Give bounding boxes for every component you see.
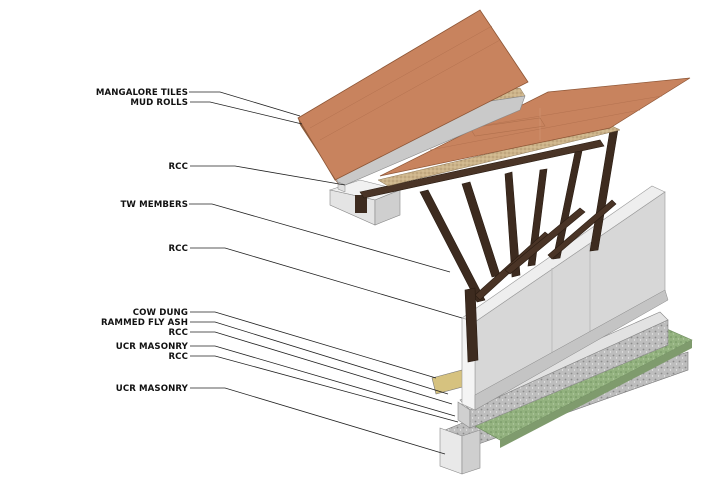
label-rammed-fly-ash: RAMMED FLY ASH xyxy=(101,318,188,328)
leader-lines xyxy=(189,91,463,455)
label-rcc-slab: RCC xyxy=(168,162,188,172)
rcc-beam xyxy=(328,179,401,226)
timber-members xyxy=(359,128,619,363)
label-cow-dung: COW DUNG xyxy=(133,308,188,318)
label-rcc-plinth: RCC xyxy=(168,328,188,338)
label-ucr-masonry-1: UCR MASONRY xyxy=(116,342,189,352)
label-mangalore-tiles: MANGALORE TILES xyxy=(96,88,188,98)
labels: MANGALORE TILES MUD ROLLS RCC TW MEMBERS… xyxy=(96,88,189,394)
label-rcc-foundation: RCC xyxy=(168,352,188,362)
label-mud-rolls: MUD ROLLS xyxy=(130,98,188,108)
label-rcc-wall-top: RCC xyxy=(168,244,188,254)
label-ucr-masonry-2: UCR MASONRY xyxy=(116,384,189,394)
label-tw-members: TW MEMBERS xyxy=(120,200,188,210)
